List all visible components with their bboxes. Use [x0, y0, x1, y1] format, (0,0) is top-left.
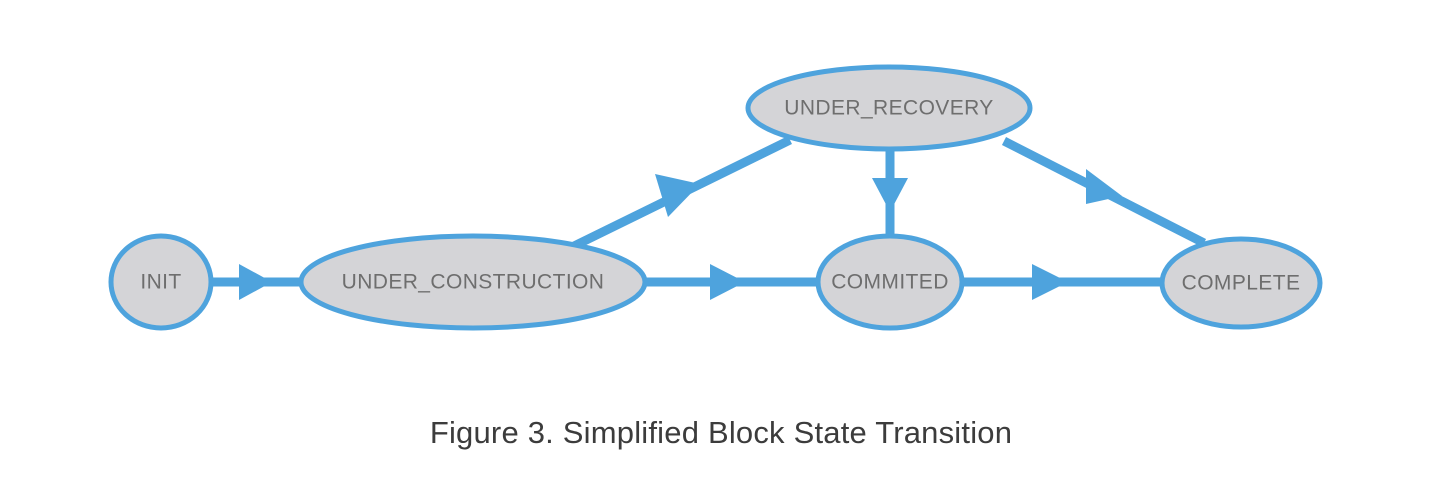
- arrowhead-icon: [872, 178, 908, 212]
- state-node-under-construction[interactable]: UNDER_CONSTRUCTION: [298, 233, 648, 331]
- state-node-commited[interactable]: COMMITED: [815, 233, 965, 331]
- state-node-under-recovery[interactable]: UNDER_RECOVERY: [745, 64, 1033, 152]
- edge-under-recovery-to-commited: [872, 146, 908, 240]
- arrowhead-icon: [239, 264, 272, 300]
- edge-init-to-under-construction: [206, 264, 306, 300]
- edge-commited-to-complete: [958, 264, 1166, 300]
- figure-caption: Figure 3. Simplified Block State Transit…: [429, 415, 1013, 450]
- state-node-complete[interactable]: COMPLETE: [1159, 236, 1323, 330]
- node-shape: [108, 233, 214, 331]
- node-shape: [298, 233, 648, 331]
- node-shape: [815, 233, 965, 331]
- node-label: INIT: [140, 271, 181, 294]
- edge-under-construction-to-commited: [641, 264, 822, 300]
- edge-under-recovery-to-complete: [1001, 136, 1207, 248]
- arrowhead-icon: [1086, 169, 1122, 204]
- arrowhead-icon: [1032, 264, 1068, 300]
- arrowhead-icon: [710, 264, 745, 300]
- node-shape: [1159, 236, 1323, 330]
- node-label: COMMITED: [831, 271, 949, 294]
- arrowhead-icon: [655, 174, 700, 217]
- state-transition-diagram: INIT UNDER_CONSTRUCTION UNDER_RECOVERY C…: [108, 64, 1323, 331]
- state-node-init[interactable]: INIT: [108, 233, 214, 331]
- node-label: UNDER_RECOVERY: [784, 97, 993, 120]
- edge-under-construction-to-under-recovery: [568, 135, 792, 253]
- node-label: COMPLETE: [1182, 272, 1301, 295]
- node-shape: [745, 64, 1033, 152]
- node-label: UNDER_CONSTRUCTION: [342, 271, 605, 294]
